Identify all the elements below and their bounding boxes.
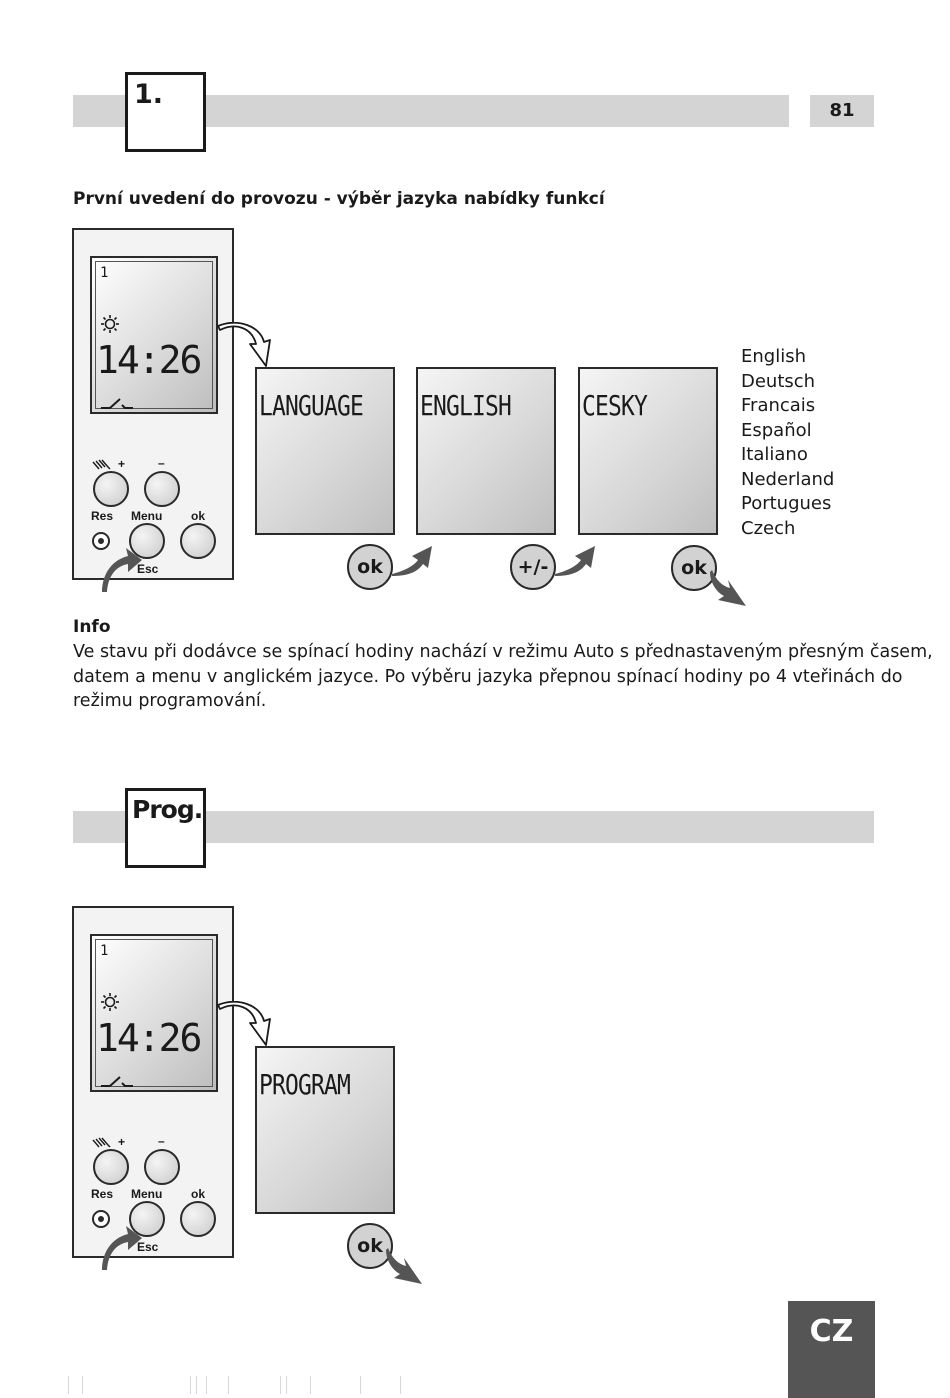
ok-button-step-1[interactable]: ok xyxy=(347,544,393,590)
menu-label: Menu xyxy=(131,509,163,523)
language-item: English xyxy=(741,346,806,367)
res-label: Res xyxy=(91,509,114,523)
step-box-1: 1. xyxy=(125,72,206,152)
down-arrow-icon xyxy=(386,1248,422,1284)
footer-ticks xyxy=(60,1376,460,1396)
language-list: English Deutsch Francais Español Italian… xyxy=(741,345,834,541)
info-title: Info xyxy=(73,617,111,637)
ok-button[interactable] xyxy=(180,523,216,559)
step-label-2: Prog. xyxy=(132,795,203,824)
lcd-time: 14:26 xyxy=(96,1016,202,1060)
ok-label: ok xyxy=(191,509,206,523)
screen-english: ENGLISH xyxy=(416,367,556,535)
ok-button-step-3[interactable]: ok xyxy=(671,545,717,591)
switch-icon xyxy=(101,398,133,409)
plus-label: + xyxy=(118,457,126,471)
next-arrow-icon xyxy=(555,546,595,576)
down-arrow-icon xyxy=(710,570,746,606)
screen-text: LANGUAGE xyxy=(259,389,364,422)
minus-button[interactable] xyxy=(144,471,180,507)
step-label-1: 1. xyxy=(134,79,164,110)
ok-button[interactable] xyxy=(180,1201,216,1237)
press-arrow-icon xyxy=(102,548,142,592)
screen-text: PROGRAM xyxy=(259,1068,351,1101)
sun-icon xyxy=(101,993,119,1011)
country-tab: CZ xyxy=(788,1301,875,1398)
step-box-2: Prog. xyxy=(125,788,206,868)
sun-icon xyxy=(101,315,119,333)
channel-number: 1 xyxy=(100,943,110,959)
reset-button[interactable] xyxy=(92,1210,110,1228)
page-number: 81 xyxy=(810,95,874,127)
esc-label: Esc xyxy=(137,1240,159,1254)
device-lcd: 1 14:26 xyxy=(90,256,218,414)
hand-icon xyxy=(92,459,111,470)
minus-label: – xyxy=(158,1134,165,1148)
ok-label: ok xyxy=(191,1187,206,1201)
timer-device-1: 1 14:26 + – Res Menu ok Esc xyxy=(72,228,234,592)
language-item: Portugues xyxy=(741,493,832,514)
ok-button-program[interactable]: ok xyxy=(347,1223,393,1269)
language-item: Español xyxy=(741,419,812,441)
menu-label: Menu xyxy=(131,1187,163,1201)
section-bar-2 xyxy=(73,811,874,843)
language-item: Francais xyxy=(741,395,816,416)
plus-label: + xyxy=(118,1135,126,1149)
timer-device-2: 1 14:26 + – Res Menu ok Esc xyxy=(72,906,234,1270)
plus-button[interactable] xyxy=(93,1149,129,1185)
minus-button[interactable] xyxy=(144,1149,180,1185)
language-item: Deutsch xyxy=(741,370,816,392)
next-arrow-icon xyxy=(392,546,432,576)
screen-text: CESKY xyxy=(582,389,648,422)
plus-button[interactable] xyxy=(93,471,129,507)
res-label: Res xyxy=(91,1187,114,1201)
language-item: Italiano xyxy=(741,444,808,465)
section-heading: První uvedení do provozu - výběr jazyka … xyxy=(73,189,605,209)
device-lcd: 1 14:26 xyxy=(90,934,218,1092)
info-line: Ve stavu při dodávce se spínací hodiny n… xyxy=(73,642,933,662)
screen-language: LANGUAGE xyxy=(255,367,395,535)
plus-minus-button[interactable]: +/- xyxy=(510,544,556,590)
press-arrow-icon xyxy=(102,1226,142,1270)
language-item: Czech xyxy=(741,517,796,539)
channel-number: 1 xyxy=(100,265,110,281)
language-item: Nederland xyxy=(741,468,835,490)
screen-cesky: CESKY xyxy=(578,367,718,535)
switch-icon xyxy=(101,1076,133,1087)
hand-icon xyxy=(92,1137,111,1148)
reset-button[interactable] xyxy=(92,532,110,550)
esc-label: Esc xyxy=(137,562,159,576)
curved-arrow-icon xyxy=(217,1001,271,1046)
info-line: datem a menu v anglickém jazyce. Po výbě… xyxy=(73,666,903,687)
info-line: režimu programování. xyxy=(73,691,267,711)
screen-text: ENGLISH xyxy=(420,389,512,422)
menu-button[interactable] xyxy=(129,523,165,559)
minus-label: – xyxy=(158,456,165,470)
menu-button[interactable] xyxy=(129,1201,165,1237)
lcd-time: 14:26 xyxy=(96,338,202,382)
curved-arrow-icon xyxy=(217,322,271,367)
info-text: Ve stavu při dodávce se spínací hodiny n… xyxy=(73,640,933,714)
screen-program: PROGRAM xyxy=(255,1046,395,1214)
